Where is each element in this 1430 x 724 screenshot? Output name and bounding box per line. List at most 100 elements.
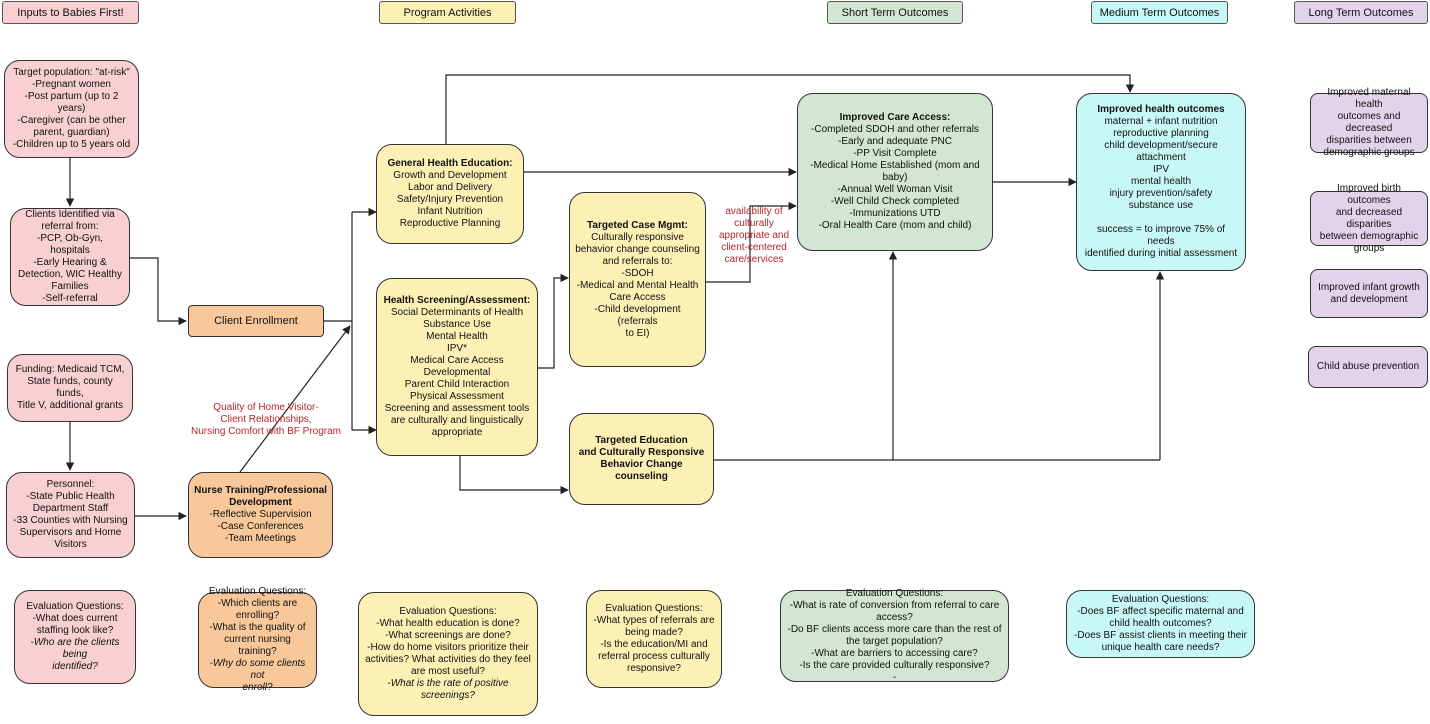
eval-question-line: -Does BF affect specific maternal and (1077, 606, 1244, 617)
text-line: Nursing Comfort with BF Program (190, 426, 342, 437)
text-line: and decreased disparities (1335, 206, 1403, 230)
text-line: child development/secure (1104, 140, 1218, 151)
eval-question-line: -Which clients are (217, 598, 298, 609)
text-line: -Pregnant women (32, 79, 111, 90)
text-line: -Children up to 5 years old (12, 139, 131, 150)
header-short-label: Short Term Outcomes (841, 6, 949, 19)
text-line: Parent Child Interaction (404, 379, 510, 390)
eval-question-line: screenings? (421, 690, 475, 701)
text-line: -Well Child Check completed (830, 196, 960, 207)
text-line: demographic groups (1323, 147, 1415, 158)
text-line: -Caregiver (can be other (17, 115, 126, 126)
arrow-screening-to-education (459, 456, 569, 495)
text-line: Target population: "at-risk" (13, 67, 130, 78)
eval-question-line: enroll? (242, 682, 273, 693)
text-line: and Culturally Responsive (578, 447, 705, 458)
text-line: Development (229, 497, 292, 508)
eval-question-line: Evaluation Questions: (26, 601, 124, 612)
client-enrollment-box: Client Enrollment (188, 305, 324, 337)
text-line: are culturally and linguistically (390, 415, 524, 426)
text-line: -Self-referral (42, 293, 98, 304)
target-population-box: Target population: "at-risk"-Pregnant wo… (4, 60, 139, 158)
text-line: Supervisors and Home (19, 527, 122, 538)
text-line: -Medical Home Established (mom and (810, 160, 980, 171)
client-enrollment-label: Client Enrollment (214, 315, 298, 327)
eval-question-line: enrolling? (235, 610, 280, 621)
quality-label: Quality of Home Visitor-Client Relations… (186, 402, 346, 438)
text-line: Improved birth outcomes (1337, 182, 1401, 206)
text-line: -Post partum (up to 2 years) (24, 91, 119, 114)
text-line: client-centered (721, 242, 787, 253)
eval-question-line: Evaluation Questions: (605, 603, 703, 614)
text-line: -Completed SDOH and other referrals (811, 124, 979, 135)
eval-question-line: being made? (625, 627, 683, 638)
text-line: behavior change counseling (575, 243, 700, 255)
eval-question-line: access? (876, 612, 913, 623)
text-line: -Early and adequate PNC (838, 136, 952, 147)
text-line: substance use (1128, 200, 1194, 211)
eval-question-line: -Is the education/MI and (600, 639, 708, 650)
text-line: -33 Counties with Nursing (13, 515, 128, 526)
eval-question-line: -How do home visitors prioritize their (367, 642, 529, 653)
text-line: success = to improve 75% of needs (1096, 224, 1226, 247)
text-line: -Child development (referrals (594, 303, 681, 327)
text-line: Improved maternal health (1327, 87, 1411, 110)
text-line: Growth and Development (393, 170, 507, 181)
eval-question-line: -What is rate of conversion from referra… (789, 600, 1000, 611)
text-line: Developmental (423, 367, 491, 378)
text-line: groups (1353, 242, 1385, 254)
text-line: Nurse Training/Professional (194, 485, 327, 496)
text-line: availability of (725, 206, 783, 217)
long-term-abuse-box: Child abuse prevention (1308, 346, 1428, 388)
eval-referrals-box: Evaluation Questions:-What types of refe… (586, 590, 722, 688)
header-medium-label: Medium Term Outcomes (1099, 6, 1220, 19)
text-line: -Medical and Mental Health (576, 279, 699, 291)
arrow-nurse-to-activities (239, 325, 351, 473)
eval-question-line: current nursing training? (224, 634, 291, 657)
text-line: -Team Meetings (224, 533, 297, 544)
text-line: baby) (882, 172, 908, 183)
text-line: -State Public Health (26, 491, 115, 502)
text-line: appropriate (431, 427, 483, 438)
text-line: -SDOH (621, 267, 654, 279)
eval-question-line: responsive? (627, 663, 681, 674)
text-line: and development (1330, 293, 1408, 305)
improved-care-access-box: Improved Care Access: -Completed SDOH an… (797, 93, 993, 251)
targeted-case-title: Targeted Case Mgmt: (587, 219, 688, 231)
text-line: Title V, additional grants (17, 400, 123, 411)
text-line: care/services (724, 254, 784, 265)
eval-question-line: - (892, 672, 897, 683)
eval-question-line: identified? (52, 661, 98, 672)
text-line: between demographic (1319, 230, 1419, 242)
eval-activities-box: Evaluation Questions:-What health educat… (358, 592, 538, 716)
text-line: Department Staff (32, 503, 109, 514)
eval-question-line: Evaluation Questions: (1111, 594, 1210, 605)
eval-question-line: -What does current (32, 613, 118, 624)
text-line: Safety/Injury Prevention (396, 194, 504, 205)
text-line: -PCP, Ob-Gyn, hospitals (37, 233, 103, 256)
health-screening-box: Health Screening/Assessment: Social Dete… (376, 278, 538, 456)
text-line: outcomes and decreased (1337, 111, 1401, 134)
health-screening-title: Health Screening/Assessment: (383, 295, 531, 306)
text-line: parent, guardian) (33, 127, 110, 138)
text-line (1082, 212, 1240, 224)
nurse-training-items: -Reflective Supervision-Case Conferences… (209, 509, 311, 545)
text-line: Detection, WIC Healthy (18, 269, 122, 280)
text-line: maternal + infant nutrition (1104, 116, 1218, 127)
text-line: Medical Care Access (410, 355, 504, 366)
text-line: -Immunizations UTD (849, 208, 941, 219)
eval-question-line: Evaluation Questions: (399, 606, 497, 617)
text-line: Labor and Delivery (408, 182, 492, 193)
funding-box: Funding: Medicaid TCM,State funds, count… (7, 354, 133, 422)
text-line: IPV (1152, 164, 1170, 175)
